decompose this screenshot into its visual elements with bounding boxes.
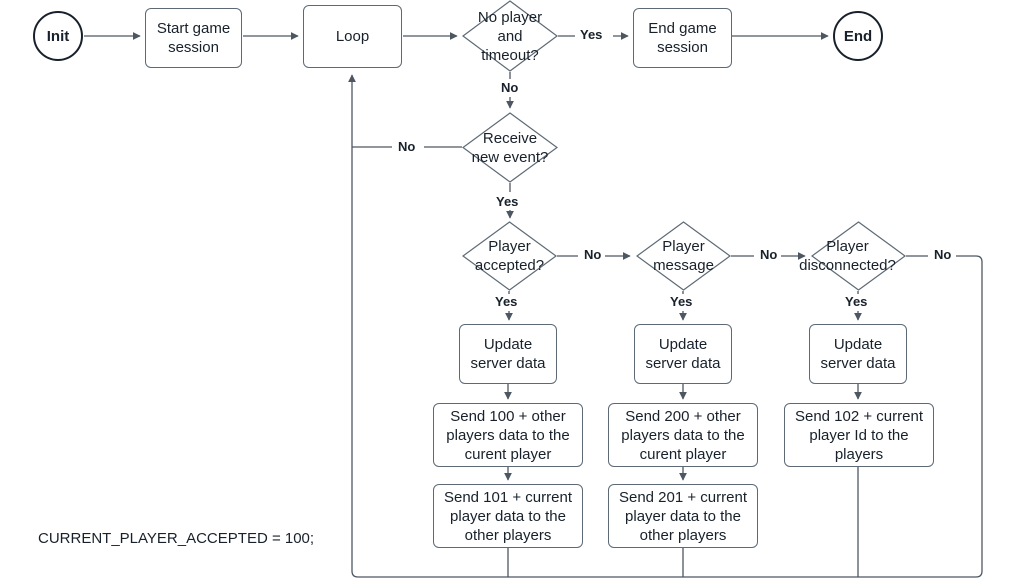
edge-label-timeout-no: No	[499, 80, 521, 95]
node-send-201[interactable]: Send 201 + current player data to the ot…	[608, 484, 758, 548]
node-end-game-session[interactable]: End game session	[633, 8, 732, 68]
node-end[interactable]: End	[833, 11, 883, 61]
edge-label-receive-no: No	[396, 139, 418, 154]
edge-label-accepted-yes: Yes	[493, 294, 520, 309]
node-receive-new-event-label: Receive new event?	[471, 129, 549, 166]
decision-diamond-shape	[462, 221, 557, 291]
node-send-201-label: Send 201 + current player data to the ot…	[618, 488, 747, 544]
node-init-label: Init	[46, 27, 70, 45]
node-no-player-and-timeout-label: No player and timeout?	[477, 8, 543, 64]
node-send-102[interactable]: Send 102 + current player Id to the play…	[784, 403, 934, 467]
edge-label-receive-yes: Yes	[494, 194, 521, 209]
node-player-disconnected-label: Player disconnected?	[799, 238, 896, 274]
constants-legend: CURRENT_PLAYER_ACCEPTED = 100; PLAYER_AC…	[38, 485, 314, 587]
node-update-server-data-1-label: Update server data	[470, 336, 546, 372]
edge-label-message-no: No	[758, 247, 780, 262]
edge-disconnect-no-return	[352, 75, 983, 578]
node-player-accepted[interactable]: Player accepted?	[462, 221, 557, 291]
node-player-message[interactable]: Player message	[636, 221, 731, 291]
node-update-server-data-2[interactable]: Update server data	[634, 324, 732, 384]
edge-label-accepted-no: No	[582, 247, 604, 262]
node-start-game-session[interactable]: Start game session	[145, 8, 242, 68]
node-end-game-session-label: End game session	[648, 20, 717, 56]
node-send-102-label: Send 102 + current player Id to the play…	[794, 407, 923, 463]
node-send-200[interactable]: Send 200 + other players data to the cur…	[608, 403, 758, 467]
node-send-100-label: Send 100 + other players data to the cur…	[446, 407, 570, 463]
node-no-player-and-timeout[interactable]: No player and timeout?	[462, 0, 558, 72]
node-update-server-data-1[interactable]: Update server data	[459, 324, 557, 384]
node-send-101[interactable]: Send 101 + current player data to the ot…	[433, 484, 583, 548]
node-send-100[interactable]: Send 100 + other players data to the cur…	[433, 403, 583, 467]
node-init[interactable]: Init	[33, 11, 83, 61]
node-loop-label: Loop	[335, 28, 370, 45]
edge-label-disconnect-yes: Yes	[843, 294, 870, 309]
node-send-200-label: Send 200 + other players data to the cur…	[621, 407, 745, 463]
node-update-server-data-3[interactable]: Update server data	[809, 324, 907, 384]
decision-diamond-shape	[811, 221, 906, 291]
node-end-label: End	[843, 27, 873, 45]
decision-diamond-shape	[462, 112, 558, 183]
node-start-game-session-label: Start game session	[156, 20, 231, 56]
node-receive-new-event[interactable]: Receive new event?	[462, 112, 558, 183]
decision-diamond-shape	[636, 221, 731, 291]
node-player-message-label: Player message	[653, 238, 714, 274]
node-send-101-label: Send 101 + current player data to the ot…	[443, 488, 572, 544]
node-update-server-data-3-label: Update server data	[820, 336, 896, 372]
decision-diamond-shape	[462, 0, 558, 72]
node-update-server-data-2-label: Update server data	[645, 336, 721, 372]
edge-label-timeout-yes: Yes	[578, 27, 605, 42]
edge-label-disconnect-no: No	[932, 247, 954, 262]
edge-label-message-yes: Yes	[668, 294, 695, 309]
legend-line: CURRENT_PLAYER_ACCEPTED = 100;	[38, 530, 315, 547]
node-player-accepted-label: Player accepted?	[474, 238, 545, 274]
node-loop[interactable]: Loop	[303, 5, 402, 68]
node-player-disconnected[interactable]: Player disconnected?	[799, 221, 906, 291]
